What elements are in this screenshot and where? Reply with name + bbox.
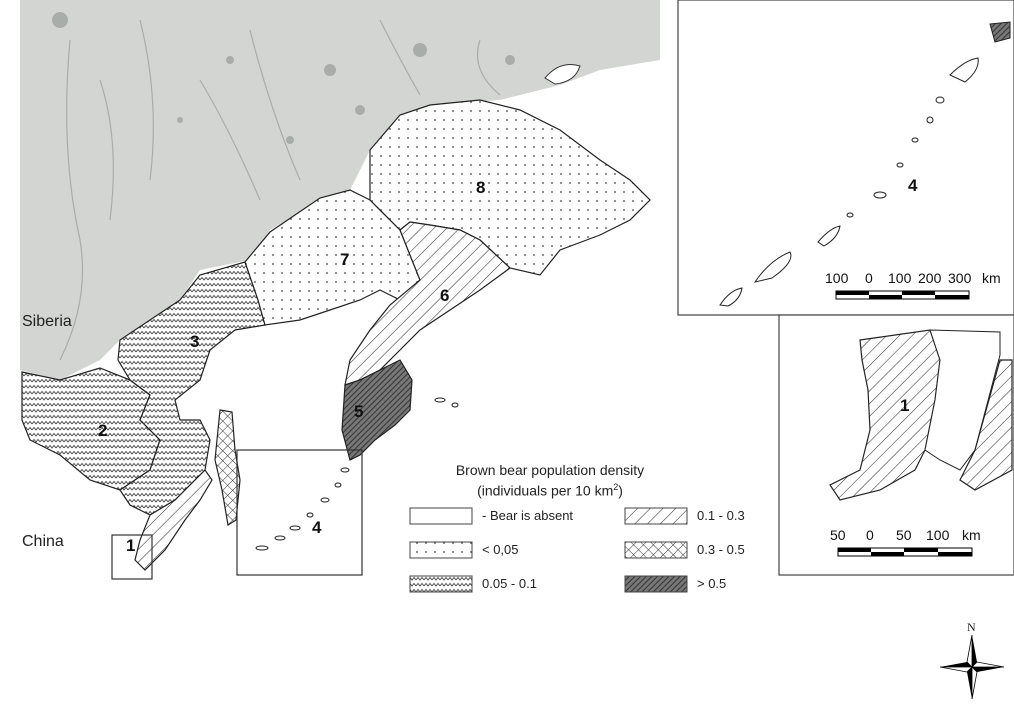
siberia-rivers: [59, 19, 501, 361]
region-1-area: [134, 469, 213, 571]
inset-top-scale-tick-0: 100: [825, 270, 849, 286]
inset-bottom-scale-unit: km: [962, 527, 981, 543]
region-label-2: 2: [98, 421, 108, 440]
region-label-5: 5: [354, 402, 364, 421]
siberia-lakes: [52, 12, 515, 144]
inset-top-scale-tick-4: 300: [948, 270, 972, 286]
region-5-area: [341, 359, 413, 461]
legend-swatch-dots: [409, 541, 473, 559]
inset-top-scale-tick-1: 0: [865, 270, 873, 286]
island-north: [544, 64, 581, 85]
compass-rose-icon: [939, 634, 1005, 700]
legend-label-dense: > 0.5: [697, 576, 727, 591]
inset-bottom-scale-tick-2: 50: [896, 527, 912, 543]
region-label-6: 6: [440, 286, 450, 305]
region-sakhalin-area: [214, 409, 241, 526]
legend-title-line1: Brown bear population density: [455, 462, 645, 478]
region-label-7: 7: [340, 250, 350, 269]
inset-bottom-region-label: 1: [900, 396, 910, 415]
label-siberia: Siberia: [22, 313, 72, 330]
inset-top-region-label: 4: [908, 176, 918, 195]
north-label: N: [967, 620, 976, 634]
region-label-4: 4: [312, 518, 322, 537]
inset-marker-4: [236, 449, 363, 576]
legend-title-line2: (individuals per 10 km2): [477, 482, 623, 499]
inset-marker-1: [111, 534, 153, 580]
kuril-islands: [255, 397, 459, 551]
region-label-8: 8: [476, 178, 486, 197]
legend-swatch-absent: [409, 507, 473, 525]
legend-label-waves: 0.05 - 0.1: [482, 576, 537, 591]
region-label-3: 3: [190, 332, 200, 351]
label-china: China: [22, 533, 64, 550]
legend-label-dots: < 0,05: [482, 542, 519, 557]
legend-label-diagonal: 0.1 - 0.3: [697, 508, 745, 523]
inset-bottom-scale-tick-1: 0: [866, 527, 874, 543]
inset-bottom-coast-east: [924, 329, 1001, 471]
legend-swatch-diagonal: [624, 507, 688, 525]
inset-top-frame: [677, 0, 1014, 316]
legend-swatch-dense: [624, 575, 688, 593]
region-6-area: [344, 221, 511, 386]
legend-swatch-waves: [409, 575, 473, 593]
inset-top-islands: [719, 21, 1011, 307]
legend-title: Brown bear population density (individua…: [400, 462, 700, 500]
inset-bottom-scale-tick-0: 50: [830, 527, 846, 543]
region-label-1: 1: [126, 536, 136, 555]
legend-swatch-crosshatch: [624, 541, 688, 559]
inset-bottom-scale-tick-3: 100: [926, 527, 950, 543]
legend-label-absent: - Bear is absent: [482, 508, 574, 523]
inset-top-scale-tick-3: 200: [918, 270, 942, 286]
inset-top-scale-tick-2: 100: [888, 270, 912, 286]
inset-top-scale-unit: km: [982, 270, 1001, 286]
legend-label-crosshatch: 0.3 - 0.5: [697, 542, 745, 557]
inset-bottom-region-1-east: [959, 359, 1013, 491]
